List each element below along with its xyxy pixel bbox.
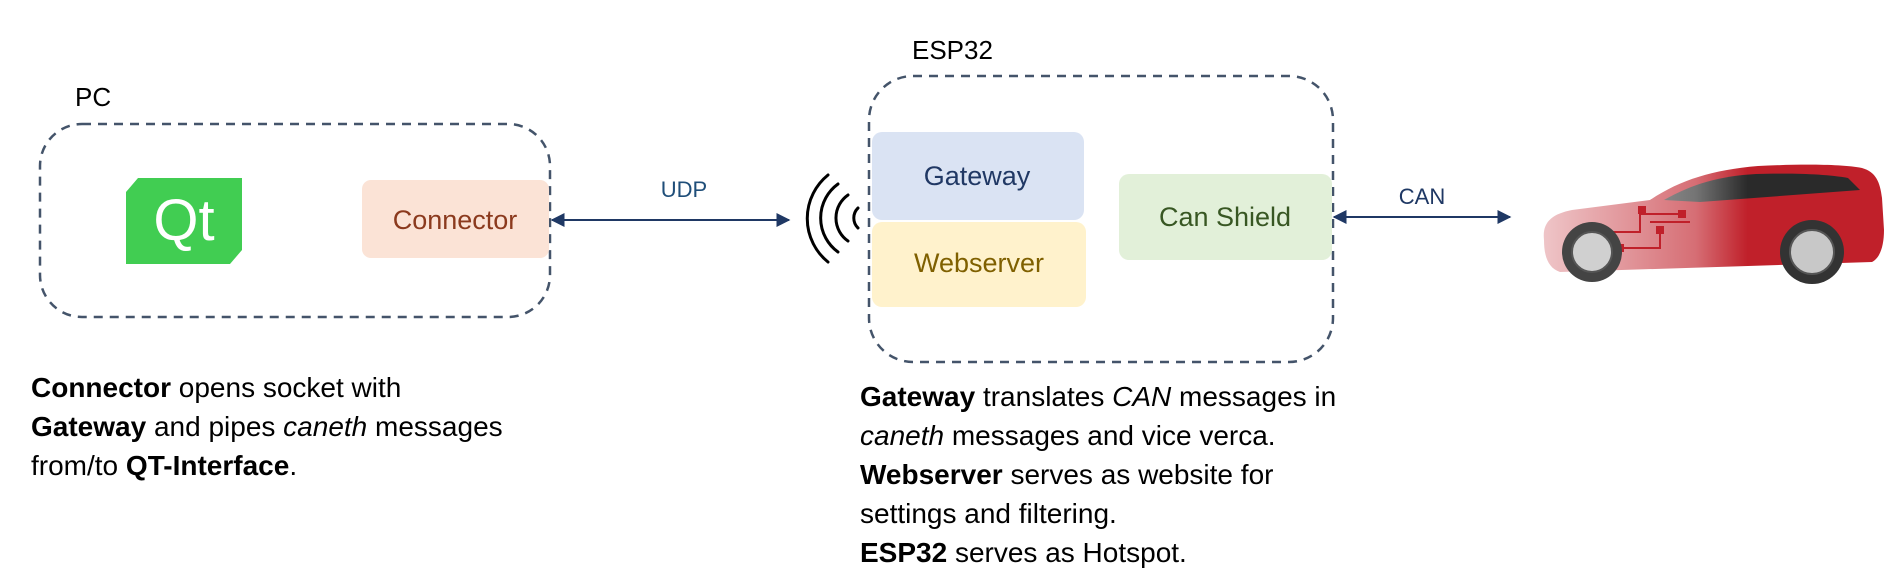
esp32-term: ESP32 (860, 537, 948, 568)
pc-desc-line-2: Gateway and pipes caneth messages (31, 407, 503, 446)
can-label: CAN (1399, 184, 1445, 209)
esp32-desc-line-4: settings and filtering. (860, 494, 1336, 533)
webserver-node: Webserver (872, 222, 1086, 307)
can-shield-box (1119, 174, 1332, 260)
esp32-desc-line-3: Webserver serves as website for (860, 455, 1336, 494)
esp32-desc-line-5: ESP32 serves as Hotspot. (860, 533, 1336, 572)
connector-node: Connector (362, 180, 549, 258)
can-edge: CAN (1332, 184, 1512, 224)
webserver-box (872, 222, 1086, 307)
caneth-term: caneth (283, 411, 368, 442)
gateway-box (872, 132, 1084, 220)
pc-desc-line-1: Connector opens socket with (31, 368, 503, 407)
car-circuit (1600, 213, 1690, 249)
pc-desc-line-3: from/to QT-Interface. (31, 446, 503, 485)
pc-description: Connector opens socket with Gateway and … (31, 368, 503, 485)
udp-label: UDP (661, 177, 707, 202)
pc-desc-text: messages (367, 411, 503, 442)
esp32-desc-text: serves as website for (1002, 459, 1274, 490)
gateway-term: Gateway (860, 381, 976, 412)
udp-edge: UDP (550, 177, 791, 227)
esp32-description: Gateway translates CAN messages in canet… (860, 377, 1336, 572)
qt-interface-term: QT-Interface (125, 450, 290, 481)
pc-desc-text: . (289, 450, 298, 481)
esp32-desc-text: translates (975, 381, 1113, 412)
qt-logo: Qt (126, 178, 242, 264)
car-front-rim (1571, 231, 1613, 273)
pc-group-label: PC (75, 82, 112, 112)
esp32-desc-line-2: caneth messages and vice verca. (860, 416, 1336, 455)
webserver-label: Webserver (914, 248, 1044, 278)
pc-group-box (38, 122, 552, 319)
car-icon (1540, 160, 1886, 284)
webserver-term: Webserver (860, 459, 1003, 490)
caneth-term: caneth (860, 420, 945, 451)
gateway-term: Gateway (31, 411, 147, 442)
esp32-desc-text: messages and vice verca. (944, 420, 1276, 451)
gateway-label: Gateway (924, 161, 1031, 191)
pc-desc-text: from/to (31, 450, 126, 481)
qt-logo-text: Qt (153, 188, 214, 253)
wireless-signal-icon (805, 173, 860, 264)
esp32-group-label: ESP32 (912, 35, 993, 65)
pc-desc-text: and pipes (146, 411, 284, 442)
esp32-desc-text: messages in (1171, 381, 1337, 412)
connector-label: Connector (393, 205, 518, 235)
qt-logo-shape (126, 178, 242, 264)
pc-desc-text: opens socket with (171, 372, 402, 403)
connector-box (362, 180, 549, 258)
esp32-desc-text: serves as Hotspot. (947, 537, 1187, 568)
connector-term: Connector (31, 372, 171, 403)
can-shield-node: Can Shield (1119, 174, 1332, 260)
gateway-node: Gateway (872, 132, 1084, 220)
can-shield-label: Can Shield (1159, 202, 1291, 232)
esp32-desc-line-1: Gateway translates CAN messages in (860, 377, 1336, 416)
can-term: CAN (1112, 381, 1172, 412)
esp32-desc-text: settings and filtering. (860, 498, 1117, 529)
car-rear-rim (1789, 229, 1835, 275)
